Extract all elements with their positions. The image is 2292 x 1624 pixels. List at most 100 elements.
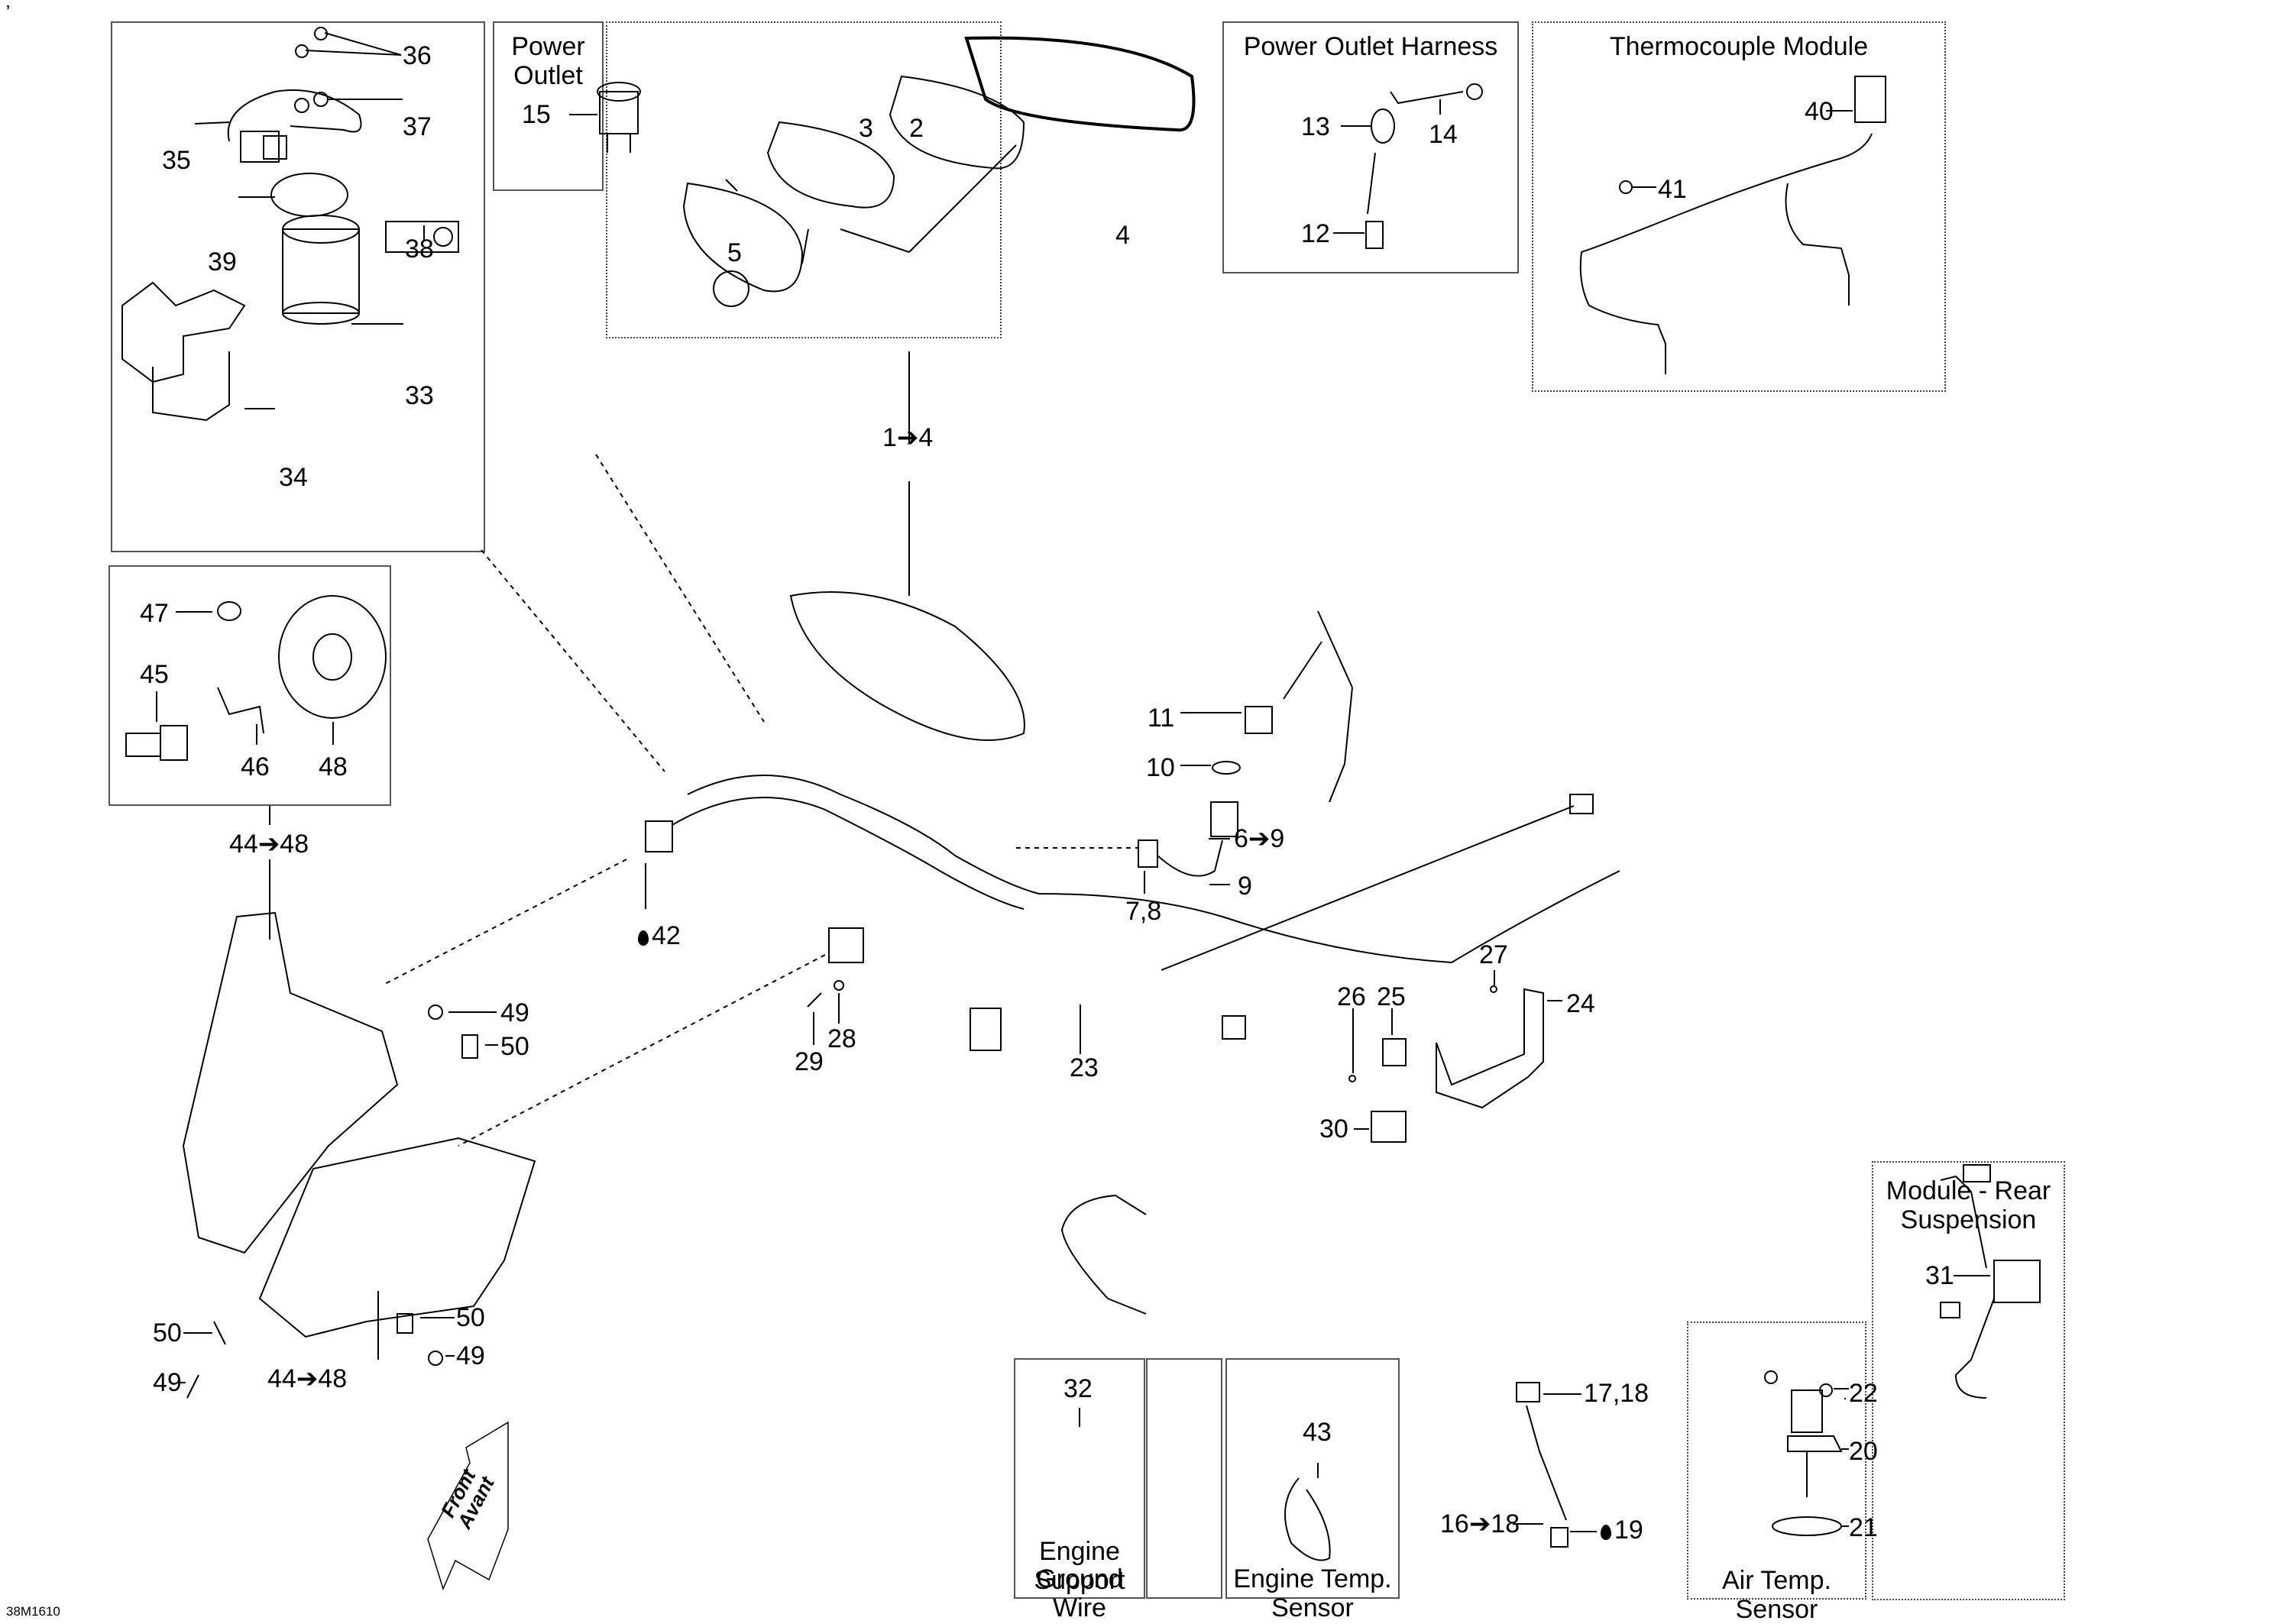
callout-30[interactable]: 30 bbox=[1319, 1114, 1348, 1144]
panel-title-power-outlet: Power Outlet bbox=[511, 32, 585, 90]
tether-cord-icon bbox=[1283, 610, 1353, 803]
callout-23[interactable]: 23 bbox=[1070, 1053, 1099, 1082]
callout-13[interactable]: 13 bbox=[1301, 112, 1330, 141]
callout-7-8[interactable]: 7,8 bbox=[1125, 897, 1162, 926]
temp-sensor-wire-icon bbox=[1526, 1405, 1567, 1521]
nut-49-icon bbox=[428, 1004, 443, 1020]
panel-title-thermocouple-module: Thermocouple Module bbox=[1609, 32, 1869, 61]
bolt-29-icon bbox=[807, 992, 822, 1008]
callout-40[interactable]: 40 bbox=[1805, 97, 1834, 126]
panel-title-power-outlet-harness: Power Outlet Harness bbox=[1243, 32, 1498, 61]
seal-icon bbox=[1212, 761, 1241, 775]
panel-tie-strap bbox=[1146, 1358, 1222, 1599]
callout-10[interactable]: 10 bbox=[1146, 753, 1175, 782]
headlamp-left-icon bbox=[182, 911, 399, 1254]
tether-cap-icon bbox=[1245, 706, 1273, 734]
callout-47[interactable]: 47 bbox=[140, 599, 169, 628]
callout-9[interactable]: 9 bbox=[1238, 872, 1252, 901]
callout-22[interactable]: 22 bbox=[1849, 1379, 1878, 1408]
callout-34[interactable]: 34 bbox=[279, 463, 308, 492]
callout-43[interactable]: 43 bbox=[1303, 1418, 1332, 1447]
callout-42[interactable]: 42 bbox=[638, 922, 681, 949]
callout-49-right[interactable]: 49 bbox=[456, 1341, 485, 1370]
extension-wire-icon bbox=[1161, 805, 1575, 971]
callout-33[interactable]: 33 bbox=[405, 381, 434, 410]
clip-50-right-icon bbox=[397, 1313, 413, 1334]
corner-mark: ’ bbox=[6, 3, 11, 18]
callout-2[interactable]: 2 bbox=[909, 114, 924, 143]
callout-29[interactable]: 29 bbox=[795, 1047, 824, 1076]
screw-49-right-icon bbox=[428, 1351, 443, 1366]
panel-air-temp-sensor: Air Temp. Sensor bbox=[1687, 1322, 1866, 1624]
headlamp-right-icon bbox=[258, 1137, 536, 1338]
temp-sensor-probe-icon bbox=[1550, 1527, 1568, 1548]
ground-wire-icon bbox=[1060, 1194, 1147, 1315]
callout-50-right[interactable]: 50 bbox=[456, 1303, 485, 1332]
callout-44-to-48-bottom[interactable]: 44➔48 bbox=[267, 1364, 348, 1393]
bracket-icon bbox=[1436, 988, 1544, 1109]
callout-11[interactable]: 11 bbox=[1148, 704, 1175, 733]
panel-title-engine-temp-sensor: Engine Temp. Sensor bbox=[1233, 1564, 1392, 1622]
callout-21[interactable]: 21 bbox=[1849, 1513, 1878, 1542]
temp-sensor-connector-icon bbox=[1516, 1382, 1540, 1402]
callout-6-to-9[interactable]: 6➔9 bbox=[1234, 824, 1285, 853]
callout-37[interactable]: 37 bbox=[403, 112, 432, 141]
callout-27[interactable]: 27 bbox=[1479, 940, 1508, 969]
callout-28[interactable]: 28 bbox=[827, 1024, 856, 1053]
callout-15[interactable]: 15 bbox=[522, 100, 551, 129]
callout-20[interactable]: 20 bbox=[1849, 1437, 1878, 1466]
relay-icon bbox=[1382, 1038, 1407, 1066]
callout-48[interactable]: 48 bbox=[319, 752, 348, 781]
connector-30-icon bbox=[1371, 1111, 1407, 1143]
screw-27-icon bbox=[1490, 985, 1497, 993]
panel-thermocouple-module: Thermocouple Module bbox=[1532, 21, 1946, 392]
callout-12[interactable]: 12 bbox=[1301, 219, 1330, 248]
callout-17-18[interactable]: 17,18 bbox=[1584, 1379, 1649, 1408]
callout-50-center[interactable]: 50 bbox=[500, 1032, 529, 1061]
callout-3[interactable]: 3 bbox=[859, 114, 873, 143]
panel-title-engine-support-l1: Engine Support bbox=[1034, 1537, 1125, 1595]
callout-35[interactable]: 35 bbox=[162, 146, 191, 175]
panel-gauge bbox=[606, 21, 1002, 338]
panel-title-air-temp-sensor: Air Temp. Sensor bbox=[1722, 1566, 1831, 1624]
callout-25[interactable]: 25 bbox=[1377, 982, 1406, 1011]
callout-31[interactable]: 31 bbox=[1925, 1261, 1954, 1290]
panel-engine-support-ground-wire: Engine Support Ground Wire bbox=[1014, 1358, 1145, 1622]
callout-16-to-18[interactable]: 16➔18 bbox=[1440, 1509, 1520, 1538]
drawing-id: 38M1610 bbox=[6, 1604, 60, 1619]
callout-45[interactable]: 45 bbox=[140, 660, 169, 689]
callout-1-to-4[interactable]: 1➔4 bbox=[882, 423, 934, 452]
callout-26[interactable]: 26 bbox=[1337, 982, 1366, 1011]
callout-4[interactable]: 4 bbox=[1115, 221, 1130, 250]
callout-49-center[interactable]: 49 bbox=[500, 998, 529, 1027]
callout-36[interactable]: 36 bbox=[403, 41, 432, 70]
callout-14[interactable]: 14 bbox=[1429, 120, 1458, 149]
washer-28-icon bbox=[834, 980, 844, 991]
panel-power-outlet-harness: Power Outlet Harness bbox=[1222, 21, 1519, 273]
panel-power-outlet: Power Outlet bbox=[493, 21, 604, 191]
screw-49-left-icon bbox=[186, 1374, 199, 1399]
callout-38[interactable]: 38 bbox=[405, 235, 434, 264]
screw-26-icon bbox=[1348, 1075, 1356, 1082]
callout-50-left[interactable]: 50 bbox=[153, 1318, 182, 1347]
switch-connector-icon bbox=[1138, 839, 1158, 868]
clip-50-left-icon bbox=[213, 1321, 226, 1345]
gauge-assembly-icon bbox=[789, 591, 1025, 741]
callout-46[interactable]: 46 bbox=[241, 752, 270, 781]
callout-24[interactable]: 24 bbox=[1566, 989, 1595, 1018]
callout-19[interactable]: 19 bbox=[1601, 1516, 1643, 1544]
panel-module-rear-suspension: Module - Rear Suspension bbox=[1872, 1161, 2065, 1600]
callout-49-left[interactable]: 49 bbox=[153, 1368, 182, 1397]
sealant-drop-icon bbox=[638, 930, 649, 946]
callout-39[interactable]: 39 bbox=[208, 247, 237, 277]
callout-5[interactable]: 5 bbox=[727, 238, 742, 267]
sealant-drop-icon bbox=[1601, 1525, 1611, 1540]
clip-50-icon bbox=[461, 1034, 478, 1059]
callout-44-to-48-top[interactable]: 44➔48 bbox=[229, 830, 309, 859]
callout-32[interactable]: 32 bbox=[1063, 1374, 1093, 1403]
callout-41[interactable]: 41 bbox=[1658, 175, 1687, 204]
panel-engine-temp-sensor: Engine Temp. Sensor bbox=[1225, 1358, 1400, 1622]
panel-title-module-rear-l2: Suspension bbox=[1900, 1205, 2037, 1234]
panel-title-engine-support-l2: Ground Wire bbox=[1036, 1564, 1123, 1622]
